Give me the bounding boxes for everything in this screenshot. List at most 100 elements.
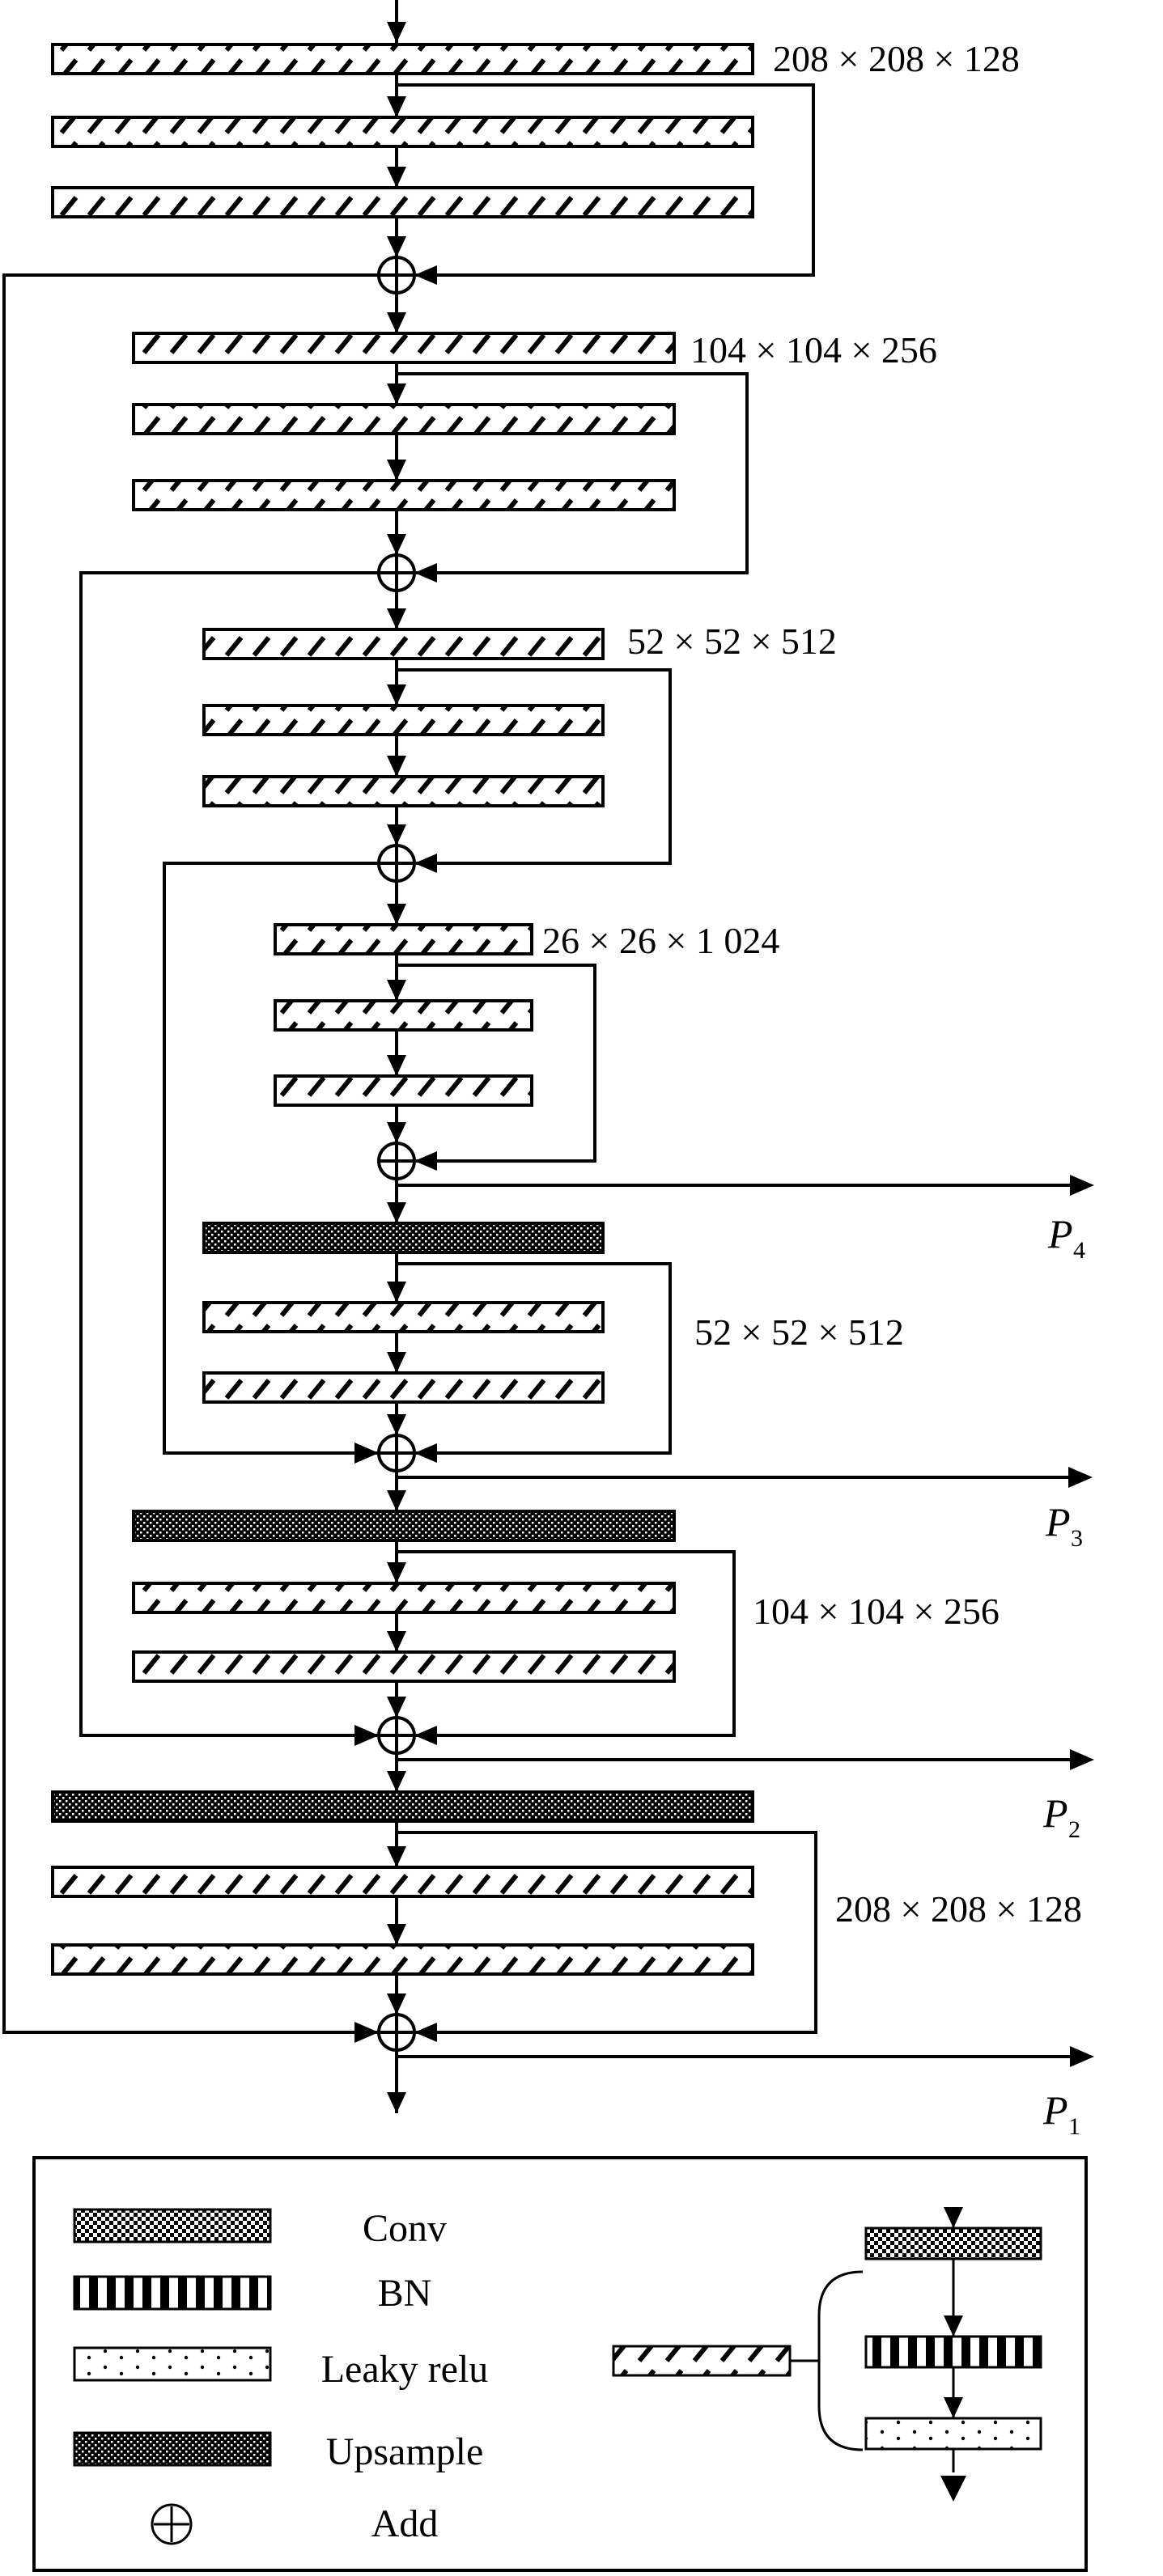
arrow-down	[387, 1631, 406, 1652]
conv-block-7-3	[51, 1943, 754, 1976]
final-arrow	[387, 2092, 406, 2113]
arrow-down	[387, 383, 406, 405]
arrow-down	[387, 1771, 406, 1792]
legend-stack-leaky	[864, 2417, 1042, 2451]
legend: Conv BN Leaky relu Upsample Add	[32, 2156, 1088, 2572]
arrow-down	[387, 1697, 406, 1718]
arrow-down	[387, 1993, 406, 2015]
arrow-down	[387, 1122, 406, 1143]
svg-text:P: P	[1047, 1211, 1073, 1256]
conv-block-3-2	[202, 704, 605, 736]
add-node-1	[377, 256, 416, 294]
arrow-down	[387, 1846, 406, 1867]
arrow-down	[387, 167, 406, 188]
arrow-down	[387, 236, 406, 257]
dim-label-1: 208 × 208 × 128	[773, 38, 1020, 79]
svg-text:P: P	[1042, 2087, 1068, 2133]
output-p3: P 3	[1045, 1499, 1083, 1552]
skip-connection-5	[397, 1262, 672, 1455]
svg-text:3: 3	[1071, 1525, 1083, 1552]
legend-conv-label: Conv	[363, 2207, 447, 2250]
dim-label-3: 52 × 52 × 512	[627, 621, 837, 662]
arrow-left	[414, 1443, 437, 1463]
legend-add-label: Add	[371, 2502, 439, 2545]
arrow-left	[414, 2023, 437, 2042]
dim-label-4: 26 × 26 × 1 024	[542, 920, 779, 961]
legend-add-icon	[151, 2503, 193, 2545]
layer-boxes	[51, 43, 754, 1976]
add-node-4	[377, 1142, 416, 1180]
conv-block-2-2	[132, 403, 676, 435]
skip-connection-4	[397, 964, 596, 1163]
arrow-down	[387, 608, 406, 629]
conv-block-4-1	[274, 923, 533, 955]
conv-block-5-2	[202, 1301, 605, 1333]
legend-leaky-label: Leaky relu	[321, 2348, 489, 2391]
upsample-block-7-1	[51, 1790, 754, 1823]
svg-text:1: 1	[1068, 2113, 1080, 2140]
skip-connection-2	[397, 372, 749, 574]
legend-upsample-label: Upsample	[326, 2430, 484, 2473]
legend-dbl-swatch	[612, 2345, 792, 2377]
output-arrow-4	[1070, 1175, 1094, 1196]
long-skip-3	[163, 862, 379, 1455]
arrow-down	[387, 980, 406, 1001]
arrow-down	[387, 534, 406, 555]
dim-label-2: 104 × 104 × 256	[690, 329, 937, 371]
arrow-right	[354, 2022, 379, 2043]
conv-block-2-3	[132, 479, 676, 511]
arrow-down	[387, 1352, 406, 1373]
arrow-left	[414, 854, 437, 873]
add-node-5	[377, 1434, 416, 1472]
arrow-down	[387, 824, 406, 845]
arrow-right	[354, 1443, 379, 1464]
arrow-left	[414, 1726, 437, 1745]
dim-label-5: 52 × 52 × 512	[694, 1311, 904, 1353]
arrow-left	[414, 563, 437, 583]
svg-text:2: 2	[1068, 1816, 1080, 1843]
legend-bn-label: BN	[378, 2272, 432, 2315]
dim-label-7: 208 × 208 × 128	[835, 1888, 1082, 1930]
conv-block-3-3	[202, 775, 605, 807]
output-arrow-2	[1070, 1749, 1094, 1770]
svg-text:4: 4	[1073, 1237, 1085, 1264]
arrow-down	[387, 460, 406, 481]
conv-block-4-2	[274, 999, 533, 1032]
arrow-down	[387, 684, 406, 705]
conv-block-5-3	[202, 1371, 605, 1404]
conv-block-6-2	[132, 1582, 676, 1614]
legend-brace	[817, 2270, 864, 2451]
svg-text:P: P	[1045, 1499, 1071, 1544]
output-p4: P 4	[1047, 1211, 1085, 1264]
add-node-7	[377, 2013, 416, 2052]
add-node-2	[377, 553, 416, 592]
legend-upsample-swatch	[73, 2431, 272, 2467]
arrow-down	[387, 756, 406, 777]
svg-text:P: P	[1042, 1790, 1068, 1836]
arrow-right	[354, 1725, 379, 1746]
legend-bn-swatch	[73, 2275, 272, 2311]
upsample-block-5-1	[202, 1222, 605, 1254]
arrow-down	[387, 96, 406, 117]
output-arrow-1	[1070, 2046, 1094, 2067]
conv-block-1-2	[51, 116, 754, 148]
dim-label-6: 104 × 104 × 256	[753, 1591, 1000, 1632]
arrow-down	[387, 1490, 406, 1511]
legend-frame	[32, 2156, 1088, 2572]
skip-connection-1	[397, 83, 815, 277]
arrow-left	[414, 265, 437, 285]
conv-block-6-3	[132, 1650, 676, 1683]
arrow-down	[387, 312, 406, 333]
arrow-down	[387, 1562, 406, 1583]
long-skip-1	[2, 273, 379, 2034]
conv-block-2-1	[132, 332, 676, 364]
output-p1: P 1	[1042, 2087, 1080, 2140]
legend-leaky-swatch	[73, 2346, 272, 2382]
arrow-down	[387, 904, 406, 925]
conv-block-7-2	[51, 1866, 754, 1898]
skip-connection-6	[397, 1550, 736, 1737]
legend-stack-bn	[864, 2335, 1042, 2369]
arrow-down	[387, 1282, 406, 1303]
conv-block-3-1	[202, 628, 605, 660]
